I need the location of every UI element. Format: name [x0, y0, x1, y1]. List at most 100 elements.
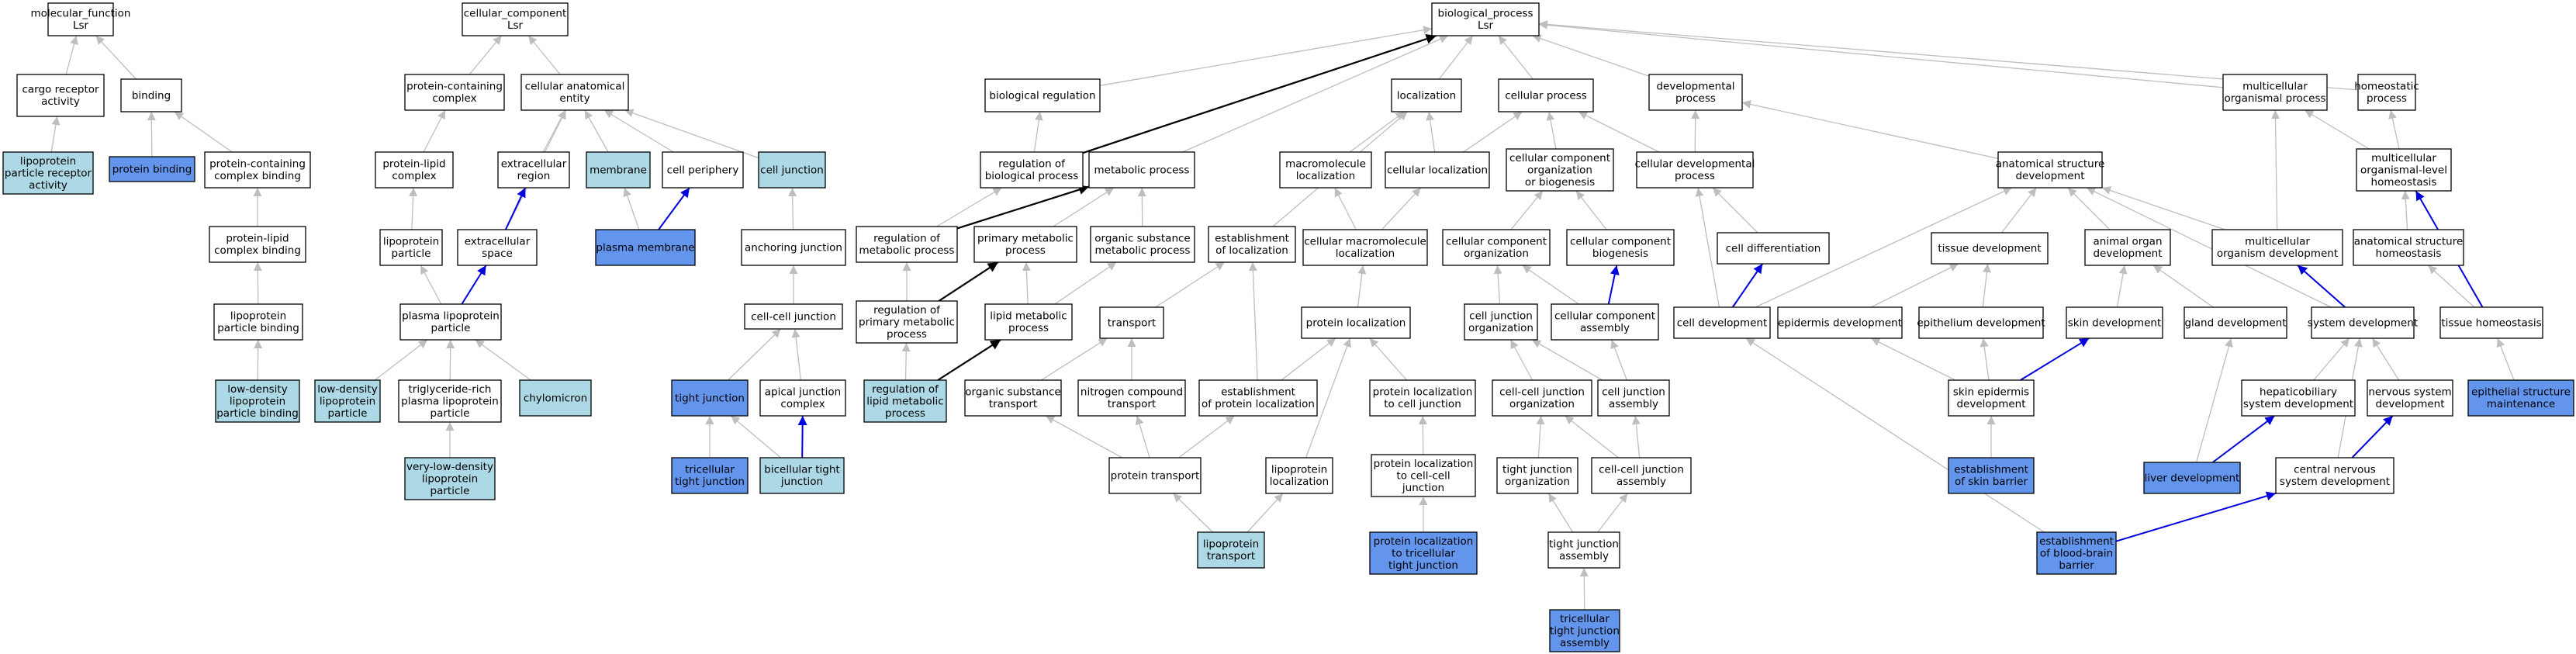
edge-anchoring_junction-to-cell_junction [788, 187, 797, 230]
edge-plasma_membrane-to-membrane [623, 187, 640, 230]
term-label-line: establishment [2039, 535, 2114, 548]
edge-apical_junction_complex-to-cell_cell_junction [791, 328, 802, 381]
term-label-line: protein-lipid [226, 233, 289, 245]
edge-regulation_of_primary_metabolic_process-to-primary_metabolic_process [938, 261, 999, 302]
term-label-line: membrane [590, 164, 647, 176]
term-label-line: tight junction [1388, 559, 1458, 572]
term-label-line: skin epidermis [1953, 386, 2029, 399]
term-box [1265, 457, 1333, 494]
edge-protein_transport-to-establishment_of_protein_localization [1178, 415, 1235, 458]
term-box [1918, 306, 2044, 339]
term-label-line: complex binding [214, 244, 301, 257]
term-label-line: organic substance [965, 386, 1060, 399]
term-box [2356, 148, 2452, 192]
term-label-line: cell junction [1602, 386, 1665, 399]
term-box [1077, 379, 1186, 417]
edge-cellular_component_assembly-to-cellular_component_organization [1522, 265, 1579, 305]
edge-metabolic_process-to-bp_lsr [1182, 35, 1449, 153]
edge-layer [50, 19, 2515, 611]
term-label-line: tight junction [1549, 538, 1619, 551]
edge-cell_junction_organization-to-cellular_component_organization [1493, 265, 1502, 305]
edge-cellular_component_assembly-to-cellular_component_biogenesis [1607, 265, 1620, 305]
term-box [759, 379, 846, 417]
term-label-line: to cell junction [1384, 398, 1461, 410]
term-label-line: to tricellular [1392, 547, 1455, 559]
term-label-line: cellular macromolecule [1304, 236, 1426, 248]
term-box [1673, 306, 1771, 339]
edge-lipoprotein_transport-to-protein_transport [1173, 493, 1213, 533]
term-box [662, 151, 744, 189]
term-box [744, 303, 843, 330]
term-box [1302, 229, 1428, 266]
term-label-line: tricellular [1560, 613, 1610, 625]
term-label-line: chylomicron [524, 392, 587, 404]
edge-protein_localization-to-cellular_macromolecule_localization [1357, 265, 1367, 308]
term-box [856, 226, 958, 263]
term-node-transport: transport [1099, 306, 1164, 339]
edge-cellular_localization-to-localization [1426, 111, 1436, 153]
term-label-line: protein-containing [406, 81, 503, 93]
edge-cellular_component_biogenesis-to-ccob [1575, 190, 1607, 230]
edge-tight_junction_assembly-to-cell_cell_junction_assembly [1597, 493, 1628, 533]
term-label-line: particle binding [216, 407, 299, 420]
term-node-tissue-homeostasis: tissue homeostasis [2439, 306, 2543, 339]
term-label-line: complex binding [214, 170, 301, 182]
edge-anatomical_structure_development-to-developmental_process [1741, 100, 1999, 159]
term-label-line: regulation of [873, 304, 941, 317]
edge-cellular_macromolecule_localization-to-macromolecule_localization [1334, 187, 1357, 230]
edge-macromolecule_localization-to-localization [1349, 111, 1405, 153]
term-label-line: protein transport [1111, 469, 1200, 482]
term-box [2, 151, 94, 195]
term-box [462, 2, 569, 36]
edge-cell_cell_junction_assembly-to-cell_junction_assembly [1631, 415, 1641, 458]
term-box [1506, 148, 1614, 192]
term-label-line: tight junction [1550, 625, 1620, 637]
term-label-line: establishment [1221, 386, 1295, 399]
term-label-line: cell-cell junction [1599, 464, 1684, 476]
edge-localization-to-bp_lsr [1438, 35, 1474, 80]
term-label-line: Lsr [507, 19, 524, 32]
term-box [2066, 306, 2163, 339]
term-box [1498, 78, 1594, 112]
term-label-line: plasma membrane [596, 241, 694, 254]
term-label-line: hepaticobiliary [2260, 386, 2337, 399]
term-label-line: cellular anatomical [525, 81, 625, 93]
term-label-line: triglyceride-rich [409, 383, 492, 396]
term-box [741, 229, 846, 266]
term-box [1099, 306, 1164, 339]
term-box [973, 226, 1077, 263]
term-box [1369, 531, 1478, 575]
term-label-line: protein localization [1306, 317, 1406, 329]
edge-regulation_of_metabolic_process-to-regulation_of_biological_process [936, 187, 1002, 227]
term-box [980, 151, 1084, 189]
term-label-line: particle [431, 322, 471, 334]
term-label-line: cellular component [1554, 310, 1655, 323]
edge-plasma_lipoprotein_particle-to-lipoprotein_particle [420, 265, 442, 305]
term-label-line: to cell-cell [1396, 469, 1450, 482]
term-label-line: tight junction [675, 392, 745, 404]
term-box [2036, 531, 2117, 575]
term-label-line: plasma lipoprotein [402, 310, 500, 323]
term-label-line: development [2015, 170, 2084, 182]
edge-cellular_process-to-bp_lsr [1498, 35, 1533, 80]
term-label-line: junction [780, 476, 823, 488]
edge-epithelial_structure_maintenance-to-tissue_homeostasis [2496, 337, 2515, 381]
edge-cell_development-to-cellular_developmental_process [1695, 187, 1720, 308]
term-box [1108, 457, 1202, 494]
term-node-liver-development: liver development [2143, 462, 2241, 494]
term-label-line: particle [430, 407, 470, 420]
term-label-line: lipoprotein [230, 395, 285, 407]
term-box [759, 457, 845, 494]
